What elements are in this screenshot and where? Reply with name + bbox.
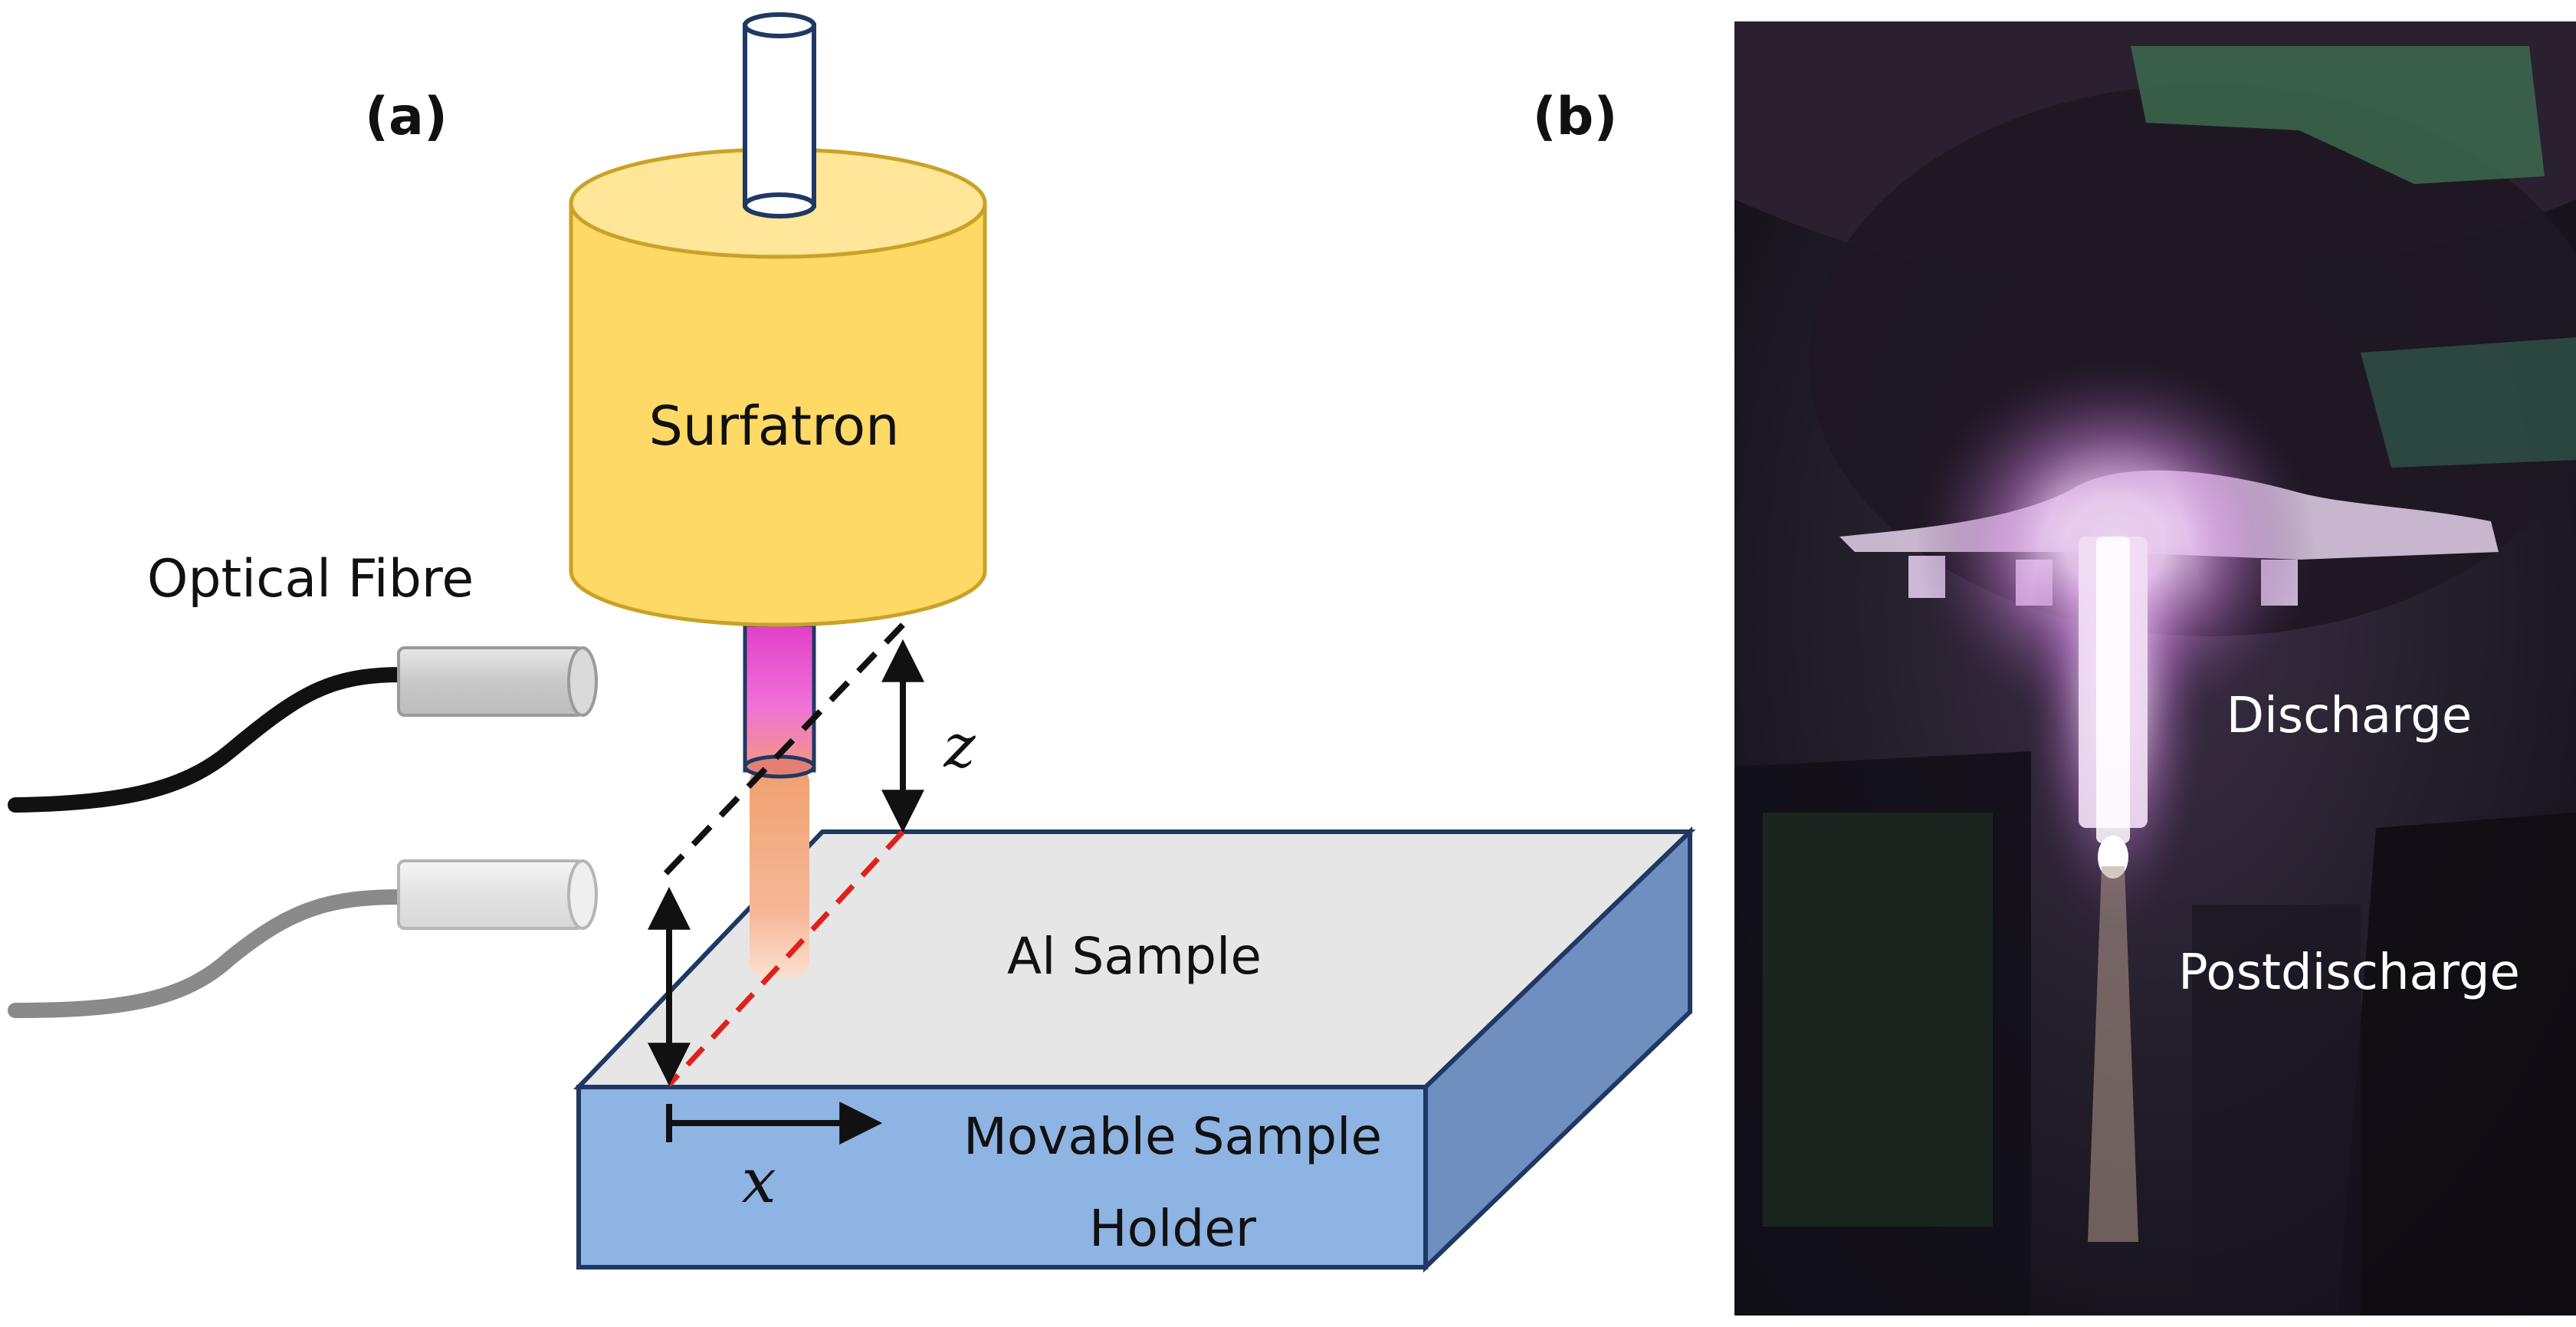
discharge-label: Discharge (2227, 688, 2473, 744)
plasma-photo (1734, 21, 2576, 1316)
dashed-line-red (667, 829, 905, 1087)
sample-label: Al Sample (1007, 927, 1262, 986)
panel-a: (a) Al Sample Movable Sample Holder Surf… (8, 12, 1696, 1273)
optical-fibre-black (8, 646, 598, 813)
gas-inlet-tube (743, 12, 816, 218)
optical-fibre-label: Optical Fibre (147, 549, 474, 609)
postdischarge-column (750, 767, 809, 977)
optical-fibre-grey (8, 859, 598, 1018)
panel-a-label: (a) (365, 87, 448, 147)
z-label: z (943, 712, 976, 781)
holder-label-line2: Holder (1089, 1199, 1257, 1258)
holder-front-face (576, 1085, 1428, 1270)
panel-b-label: (b) (1533, 87, 1618, 147)
dashed-line-black (661, 622, 905, 879)
postdischarge-label: Postdischarge (2178, 944, 2520, 1001)
sample-holder (573, 826, 1696, 1273)
panel-b: (b) Dischar (1533, 21, 2576, 1316)
holder-label-line1: Movable Sample (963, 1107, 1382, 1166)
x-label: x (741, 1145, 776, 1217)
surfatron (569, 147, 987, 627)
surfatron-label: Surfatron (649, 395, 900, 458)
